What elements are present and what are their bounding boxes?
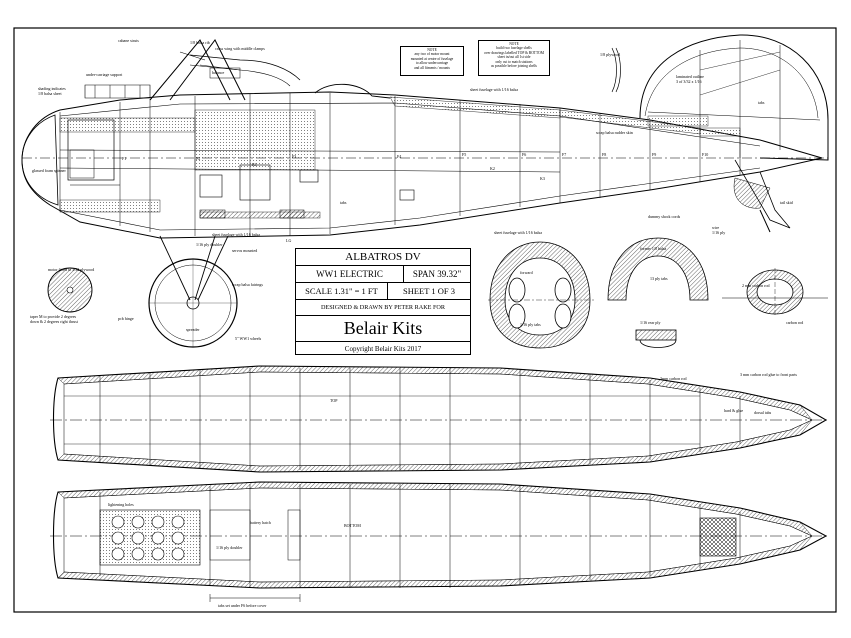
callout: 1/8 balsa rib [190, 40, 210, 45]
station-label: F3 [292, 154, 297, 159]
title-row-designer: DESIGNED & DRAWN BY PETER RAKE FOR [296, 300, 470, 316]
callout: spreader [186, 327, 200, 332]
callout: former 1/8 balsa [640, 246, 667, 251]
callout: 1/8 balsa sheet [38, 91, 62, 96]
note-line: to allow undercarriage [415, 61, 449, 66]
note-line: as possible before joining shells [491, 64, 537, 69]
note-line: only cut to match stations [495, 59, 533, 64]
callout: scrap balsa rudder skin [596, 130, 633, 135]
station-label: K2 [490, 166, 495, 171]
callout: under-carriage support [86, 72, 123, 77]
undercarriage [148, 209, 305, 348]
callout: dorsal tabs [754, 410, 772, 415]
note-line: any two of motor mount [414, 52, 450, 57]
callout: 3mm carbon rod [660, 376, 687, 381]
callout: laminated outline [676, 74, 704, 79]
callout: 1/16 ply doubler [196, 242, 223, 247]
callout: tabs set under F6 before cover [218, 603, 267, 608]
note-shells: NOTE build two fuselage shells over draw… [478, 40, 550, 76]
callout: lightening holes [108, 502, 134, 507]
cabane-section [84, 39, 301, 101]
title-row-name: ALBATROS DV [296, 249, 470, 266]
title-block: ALBATROS DV WW1 ELECTRIC SPAN 39.32" SCA… [295, 248, 471, 355]
top-view [50, 365, 830, 473]
station-label: F6 [522, 152, 527, 157]
strut-detail [611, 47, 621, 93]
station-label: F4 [397, 154, 402, 159]
callout: pcb hinge [118, 316, 134, 321]
designer-credit: DESIGNED & DRAWN BY PETER RAKE FOR [320, 304, 446, 311]
copyright: Copyright Belair Kits 2017 [344, 345, 422, 353]
callout: LG [286, 238, 292, 243]
callout: carbon rod [786, 320, 804, 325]
callout: 1/16 ply [712, 230, 726, 235]
station-label: F1 [122, 156, 127, 161]
title-row-copyright: Copyright Belair Kits 2017 [296, 342, 470, 356]
callout: 1/16 rear ply [640, 320, 661, 325]
sheet-border [13, 27, 837, 613]
callout: sheet fuselage with 1/16 balsa [470, 87, 518, 92]
aircraft-type: WW1 ELECTRIC [296, 266, 404, 282]
callout: cross wing with middle clamps [215, 46, 265, 51]
callout: cabane struts [118, 38, 139, 43]
note-line: and all fitments / mounts [414, 65, 450, 70]
callout: tabs [340, 200, 347, 205]
note-motor-mount: NOTE any two of motor mount mounted at c… [400, 46, 464, 76]
callout: taper M to provide 2 degrees down & 2 de… [30, 314, 78, 324]
callout: wire [712, 225, 720, 230]
callout: balance [212, 70, 225, 75]
title-row-brand: Belair Kits [296, 316, 470, 342]
callout: motor fitted to 3/32 plywood [48, 267, 95, 272]
callout: 1/16 ply doubler [216, 545, 243, 550]
callout: 3 mm carbon rod glue to front parts [740, 372, 797, 377]
note-line: build two fuselage shells [496, 46, 532, 51]
callout: tail skid [780, 200, 793, 205]
wing-span: SPAN 39.32" [412, 269, 462, 279]
callout: 13 ply tabs [650, 276, 668, 281]
station-label: F5 [462, 152, 467, 157]
station-label: F8 [602, 152, 607, 157]
station-label: F9 [652, 152, 657, 157]
station-label: F2 [196, 156, 201, 161]
brand-name: Belair Kits [343, 318, 423, 338]
callout: forward [520, 270, 533, 275]
callout: scrap balsa fairings [232, 282, 263, 287]
callout: tabs [758, 100, 765, 105]
bottom-view [50, 481, 830, 602]
note-line: mounted at centre of fuselage [410, 56, 454, 61]
station-label: F10 [702, 152, 709, 157]
title-row-type: WW1 ELECTRIC SPAN 39.32" [296, 266, 470, 283]
callout: 2 mm carbon rod [742, 283, 770, 288]
side-view [21, 34, 829, 239]
callout: 1/8 plywood [600, 52, 621, 57]
note-title: NOTE [509, 42, 519, 46]
callout: 1/16 ply tabs [520, 322, 541, 327]
title-row-scale: SCALE 1.31" = 1 FT SHEET 1 OF 3 [296, 283, 470, 300]
callout: sheet fuselage with 1/16 balsa [494, 230, 542, 235]
callout: 3 of 3/32 x 1/16 [676, 79, 702, 84]
note-line: over drawings labelled TOP & BOTTOM [484, 50, 544, 55]
callout: battery hatch [250, 520, 271, 525]
note-title: NOTE [427, 48, 437, 52]
view-label-top: TOP [330, 398, 338, 403]
callout: hard & glue [724, 408, 744, 413]
station-label: F7 [562, 152, 567, 157]
view-label-bottom: BOTTOM [344, 523, 361, 528]
callout: 5" WW1 wheels [235, 336, 262, 341]
sheet-number: SHEET 1 OF 3 [402, 286, 456, 296]
callout: sheet fuselage with 1/16 balsa [212, 232, 260, 237]
station-label: K3 [540, 176, 545, 181]
formers [488, 237, 828, 349]
motor-plate [47, 267, 93, 313]
callout: shading indicates [38, 86, 66, 91]
drawing-scale: SCALE 1.31" = 1 FT [296, 283, 388, 299]
station-label: K1 [252, 162, 257, 167]
callout: servos mounted [232, 248, 258, 253]
aircraft-name: ALBATROS DV [345, 251, 421, 263]
callout: dummy shock cords [648, 214, 681, 219]
callout: glassed foam spinner [32, 168, 66, 173]
note-line: sheet in/out all 1st side [497, 55, 531, 60]
